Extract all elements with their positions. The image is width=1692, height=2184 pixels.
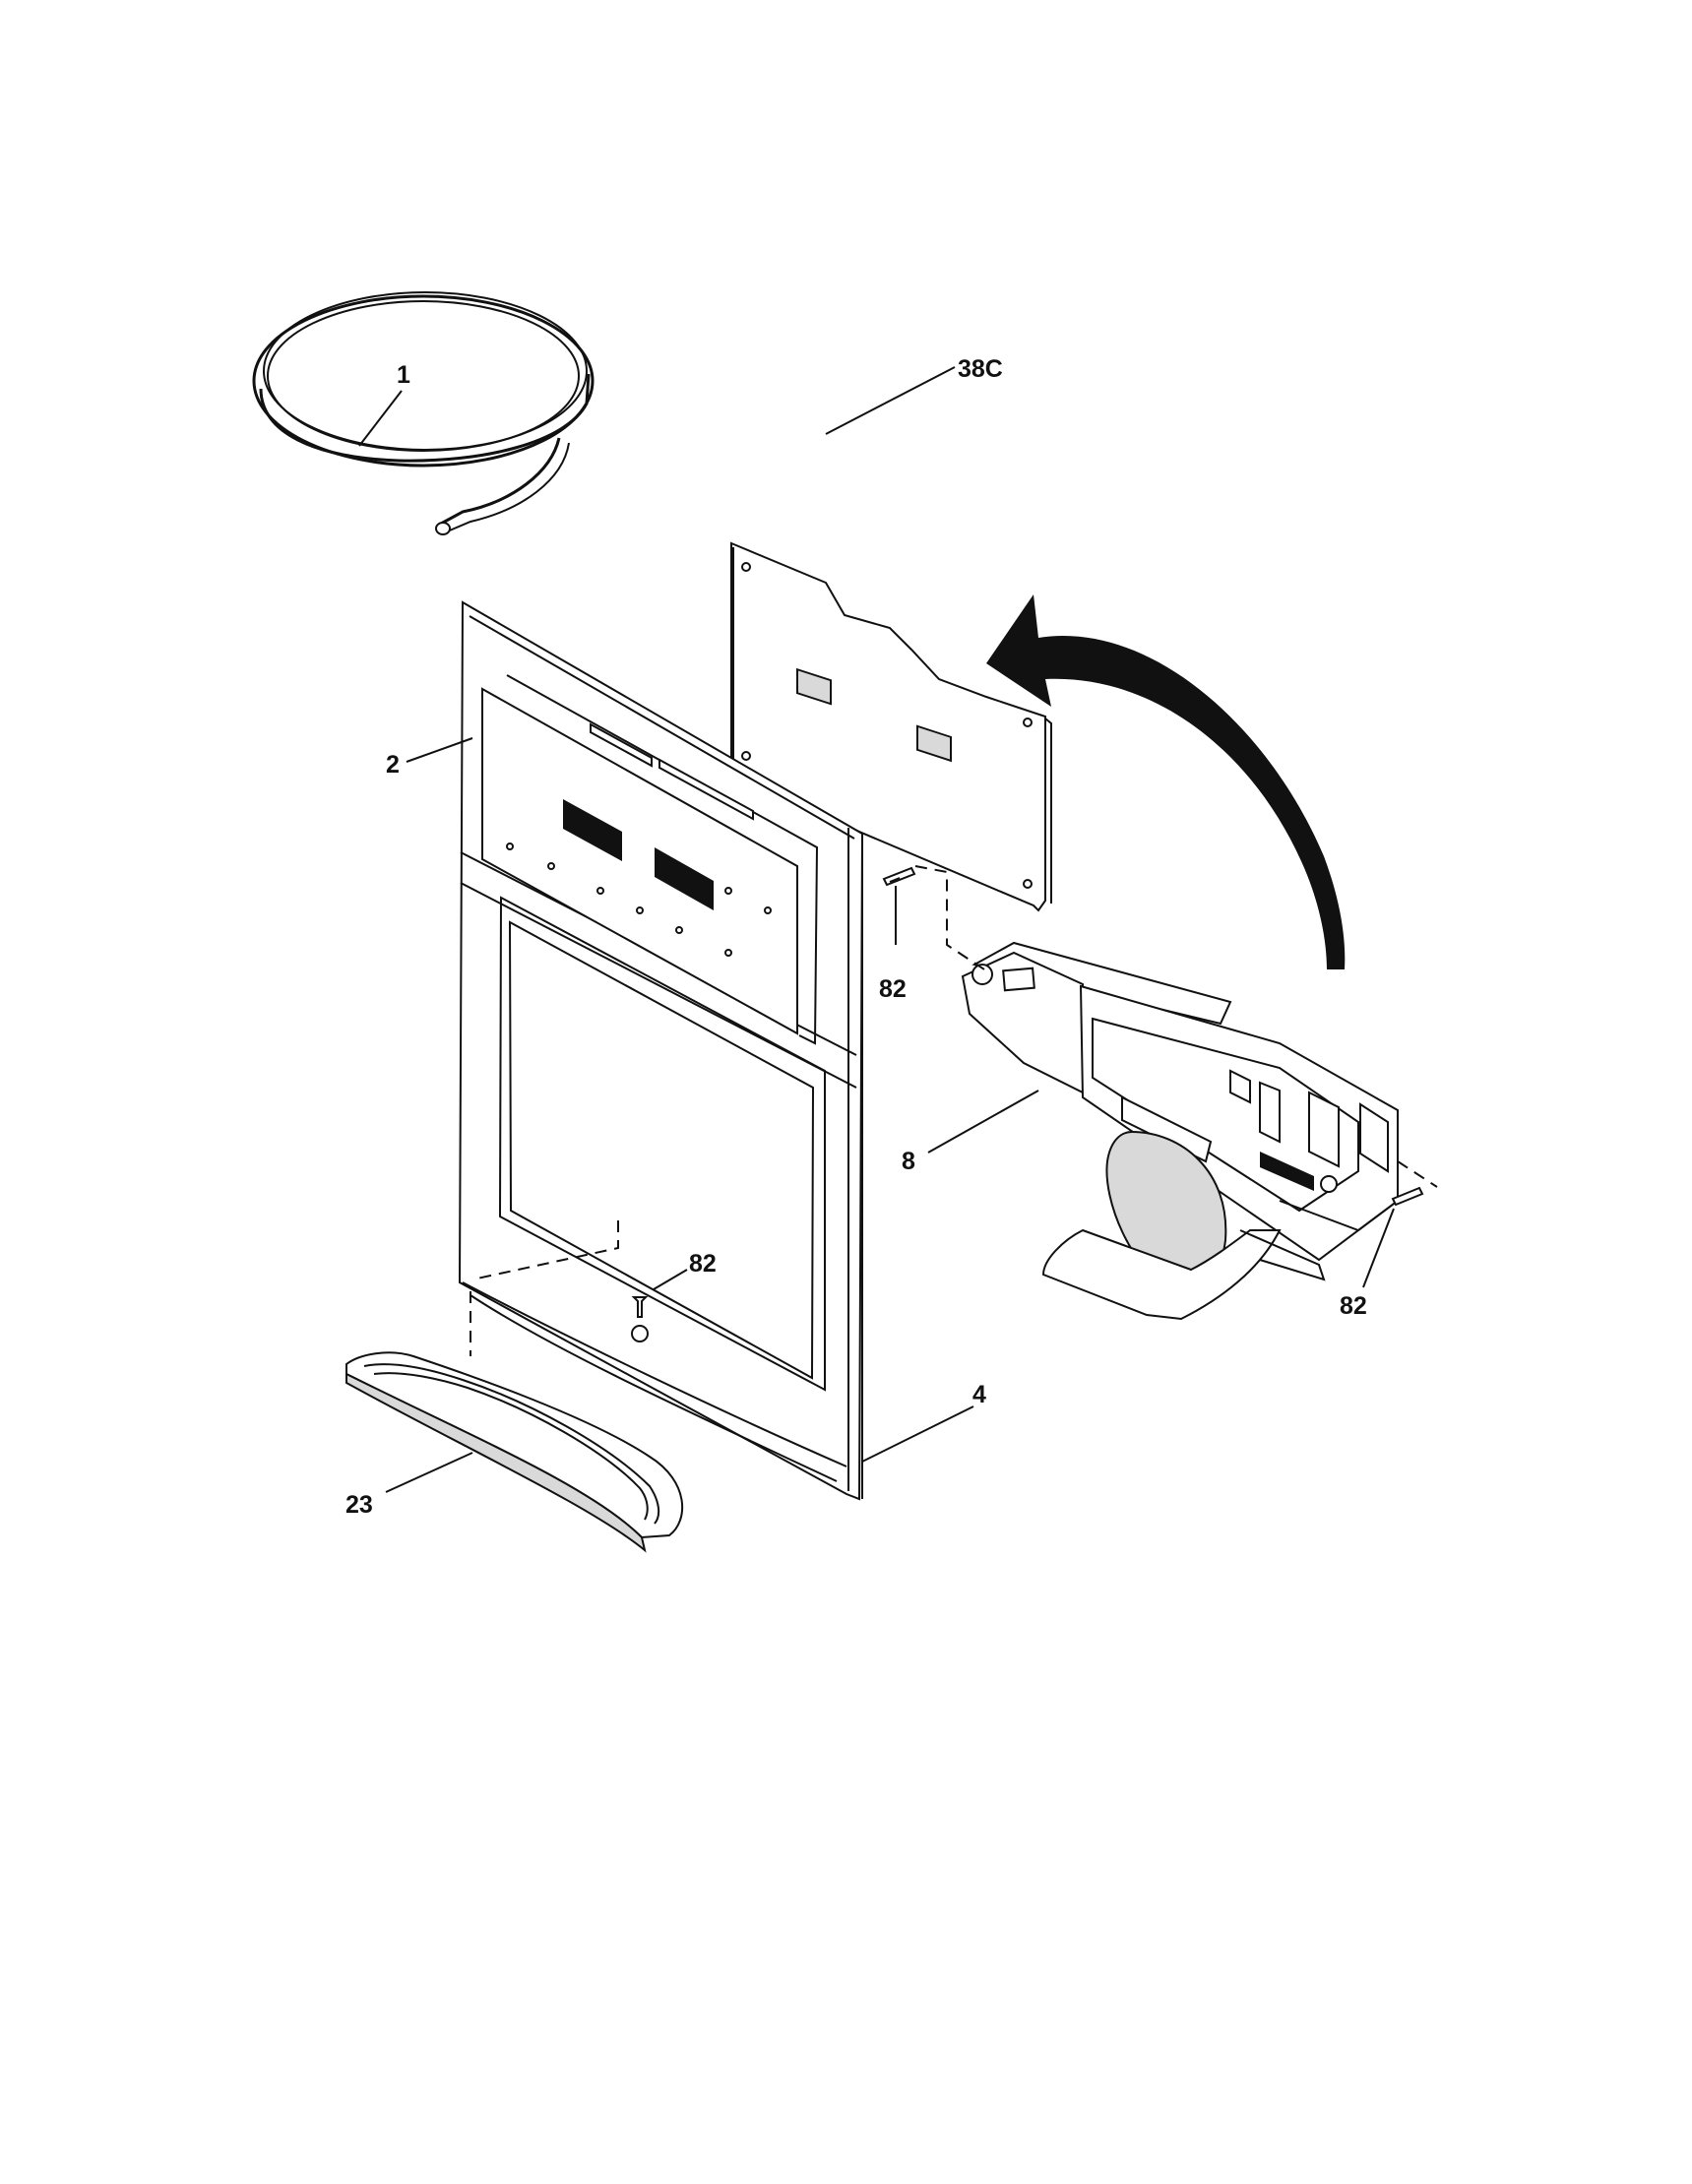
callout-4: 4	[972, 1381, 986, 1408]
tubing-coil-part	[252, 291, 595, 535]
assembly-arrow	[986, 594, 1346, 969]
leader-line-8	[927, 1090, 1039, 1154]
insulation-panel-part	[730, 541, 1052, 912]
screw-bottom	[631, 1296, 649, 1318]
leader-line-4	[861, 1405, 974, 1463]
callout-2: 2	[386, 751, 400, 779]
alignment-line-frame	[471, 1220, 619, 1280]
callout-23: 23	[345, 1491, 373, 1519]
screw-right	[1391, 1186, 1424, 1207]
callout-8: 8	[902, 1148, 915, 1175]
alignment-line-top	[914, 865, 985, 970]
control-overlay-part	[481, 674, 819, 1045]
leader-line-82-right	[1362, 1208, 1395, 1288]
drip-tray-part	[345, 1351, 683, 1553]
alignment-line-right	[1397, 1160, 1438, 1188]
callout-82-bottom: 82	[689, 1250, 717, 1278]
callout-38c: 38C	[958, 355, 1003, 383]
callout-1: 1	[397, 361, 410, 389]
leader-line-38c	[825, 366, 956, 435]
leader-line-23	[385, 1452, 473, 1493]
leader-line-2	[406, 737, 473, 763]
leader-line-1	[358, 390, 403, 447]
callout-82-top: 82	[879, 975, 907, 1003]
dispenser-module-part	[961, 941, 1399, 1321]
screw-top	[882, 866, 916, 887]
callout-82-right: 82	[1340, 1292, 1367, 1320]
leader-line-82-bottom	[653, 1269, 688, 1290]
